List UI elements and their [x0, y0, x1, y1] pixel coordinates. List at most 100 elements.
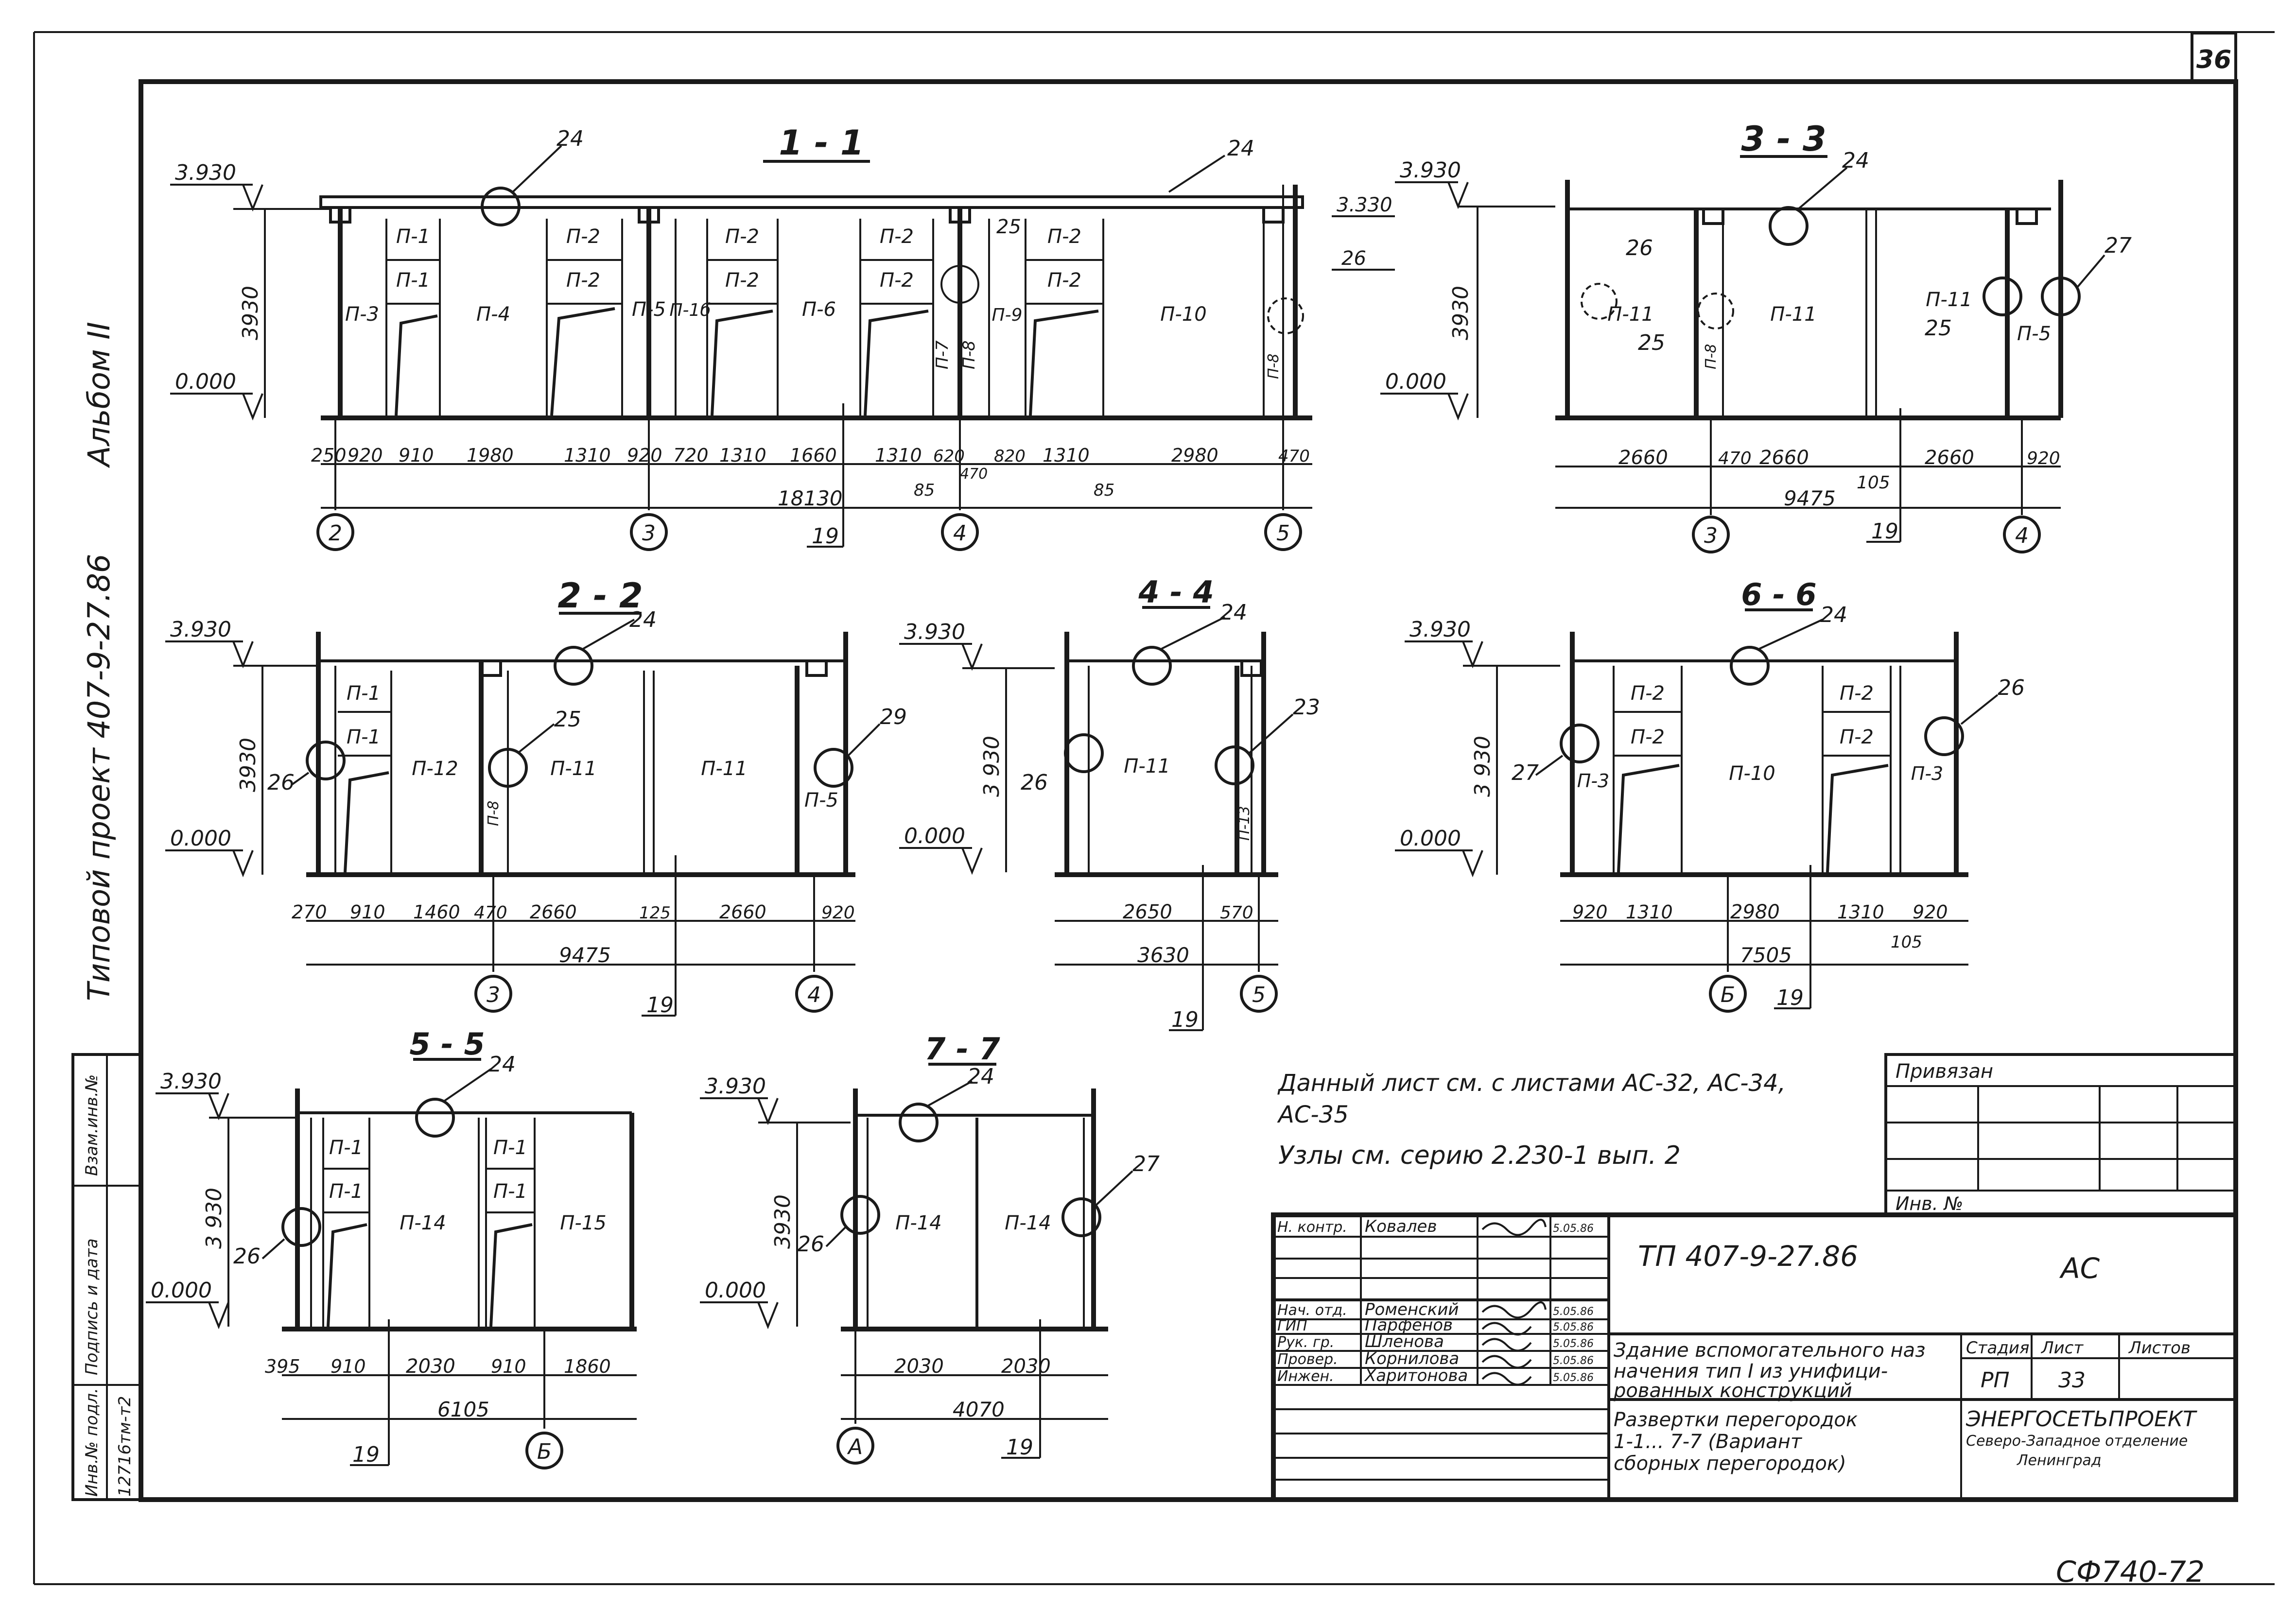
side-stamp-label-1: Взам.инв.№ — [82, 1074, 102, 1176]
s55-dim-2: 2030 — [406, 1355, 455, 1378]
section-7-7: 7 - 7 3.930 0.000 3930 24 26 27 П-14 П-1… — [700, 1031, 1160, 1465]
s33-elev-zero: 0.000 — [1385, 369, 1446, 394]
section-6-6: 6 - 6 3.930 0.000 3 930 24 27 26 — [1395, 577, 2025, 1013]
footer-code: СФ740-72 — [2056, 1555, 2205, 1589]
tb-signature-6 — [1481, 1372, 1532, 1386]
s22-dim-6: 2660 — [719, 901, 766, 923]
tb-signature-3 — [1481, 1322, 1532, 1336]
s11-dim-13: 1310 — [1043, 445, 1090, 466]
s11-dim-1: 920 — [348, 445, 383, 466]
tb-date-4: 5.05.86 — [1553, 1338, 1594, 1350]
s33-ref-26: 26 — [1626, 236, 1653, 260]
section-3-3: 3 - 3 3.930 0.000 3930 24 26 25 25 27 П — [1380, 119, 2132, 553]
s22-panel-p8: П-8 — [485, 801, 502, 826]
section-5-5: 5 - 5 3.930 0.000 3 930 24 26 П-1 П-1 — [146, 1026, 637, 1469]
s11-axis-4: 4 — [953, 521, 967, 546]
s11-panel-p2h: П-2 — [1047, 269, 1081, 292]
s33-ref-25a: 25 — [1638, 330, 1665, 355]
s66-axis-b: Б — [1721, 983, 1735, 1007]
s44-panel-p11: П-11 — [1124, 755, 1170, 778]
s44-axis-5: 5 — [1252, 983, 1266, 1007]
tb-role-6: Инжен. — [1277, 1368, 1334, 1385]
s44-total: 3630 — [1137, 943, 1189, 967]
s11-dim-2: 910 — [399, 445, 434, 466]
s22-ref-26: 26 — [267, 770, 295, 795]
s33-ref-19: 19 — [1871, 519, 1898, 544]
sheet-frame — [33, 31, 2275, 1585]
s11-dim-small-1: 85 — [1094, 481, 1114, 500]
s77-axis-a: А — [847, 1434, 863, 1459]
s44-elev-top: 3.930 — [904, 620, 965, 644]
s11-dim-0: 250 — [311, 445, 347, 466]
section-2-2-title: 2 - 2 — [557, 576, 643, 616]
s22-ref-19: 19 — [646, 993, 674, 1018]
s77-ref-24: 24 — [967, 1064, 994, 1089]
s66-panel-p2d: П-2 — [1840, 726, 1874, 748]
s11-panel-p2c: П-2 — [725, 225, 759, 248]
s33-total: 9475 — [1784, 486, 1836, 510]
s44-ref-19: 19 — [1171, 1007, 1199, 1032]
s77-elev-top: 3.930 — [705, 1074, 766, 1099]
s11-dim-11: 470 — [960, 466, 988, 483]
s33-panel-p11a: П-11 — [1607, 303, 1653, 326]
tb-name-4: Шленова — [1365, 1332, 1444, 1351]
s11-dim-3: 1980 — [467, 445, 514, 466]
s44-height: 3 930 — [979, 736, 1004, 797]
s66-ref-27: 27 — [1512, 760, 1539, 785]
s33-ref-24: 24 — [1842, 148, 1869, 173]
side-stamp — [71, 1053, 142, 1501]
tb-role-2: Нач. отд. — [1277, 1302, 1347, 1319]
s11-panel-p2a: П-2 — [566, 225, 600, 248]
s33-panel-p11c: П-11 — [1926, 289, 1972, 311]
s33-panel-p8: П-8 — [1703, 344, 1720, 369]
s55-elev-zero: 0.000 — [151, 1278, 212, 1303]
tb-name-5: Корнилова — [1365, 1349, 1459, 1368]
section-6-6-title: 6 - 6 — [1741, 577, 1816, 612]
section-1-1: 1 - 1 3.930 0.000 3930 — [170, 123, 1395, 551]
s44-ref-24: 24 — [1220, 600, 1247, 625]
s11-dim-7: 1310 — [719, 445, 766, 466]
s11-panel-p1a: П-1 — [396, 225, 430, 248]
s77-ref-26: 26 — [797, 1232, 824, 1257]
s44-panel-p13: П-13 — [1236, 806, 1253, 841]
s33-axis-3: 3 — [1704, 523, 1718, 548]
s55-ref-24: 24 — [488, 1052, 516, 1077]
s55-dim-1: 910 — [330, 1356, 366, 1377]
s66-dim-2: 2980 — [1730, 901, 1780, 923]
s11-ref-25: 25 — [996, 216, 1021, 238]
s11-dim-12: 820 — [994, 447, 1026, 466]
s22-elev-top: 3.930 — [170, 617, 231, 642]
s11-panel-p2f: П-2 — [880, 269, 914, 292]
s11-panel-p4: П-4 — [476, 303, 510, 326]
s22-dim-4: 2660 — [530, 901, 577, 923]
s44-ref-23: 23 — [1293, 695, 1320, 720]
title-block-code: ТП 407-9-27.86 — [1638, 1240, 1858, 1273]
tb-building-line-3: рованных конструкций — [1613, 1380, 1852, 1402]
s66-panel-p10: П-10 — [1729, 762, 1775, 785]
section-7-7-title: 7 - 7 — [924, 1031, 1000, 1067]
title-block-mark: АС — [2059, 1252, 2100, 1285]
sheet-number: 36 — [2196, 45, 2231, 74]
s77-panel-p14a: П-14 — [895, 1212, 941, 1234]
s66-panel-p2a: П-2 — [1631, 682, 1665, 705]
s55-dim-3: 910 — [491, 1356, 526, 1377]
tb-org-line-3: Ленинград — [2017, 1452, 2102, 1469]
s11-panel-p16: П-1б — [669, 300, 711, 320]
s11-panel-p8a: П-8 — [959, 341, 979, 369]
s11-panel-p9: П-9 — [992, 305, 1023, 325]
s11-ref-24a: 24 — [557, 126, 584, 151]
s77-height: 3930 — [770, 1194, 795, 1249]
tb-name-3: Парфенов — [1365, 1315, 1453, 1335]
tb-role-3: ГИП — [1277, 1317, 1307, 1334]
tb-sheet-header: Лист — [2040, 1338, 2084, 1358]
section-4-4-title: 4 - 4 — [1138, 574, 1214, 610]
s55-panel-p14: П-14 — [400, 1212, 446, 1234]
s77-ref-27: 27 — [1132, 1152, 1160, 1176]
s55-dim-4: 1860 — [564, 1356, 611, 1377]
s11-panel-p1b: П-1 — [396, 269, 430, 292]
s22-ref-25: 25 — [554, 707, 581, 732]
s33-dim-5: 920 — [2027, 449, 2060, 468]
s55-panel-p1c: П-1 — [493, 1137, 527, 1159]
s22-dim-2: 1460 — [413, 901, 460, 923]
